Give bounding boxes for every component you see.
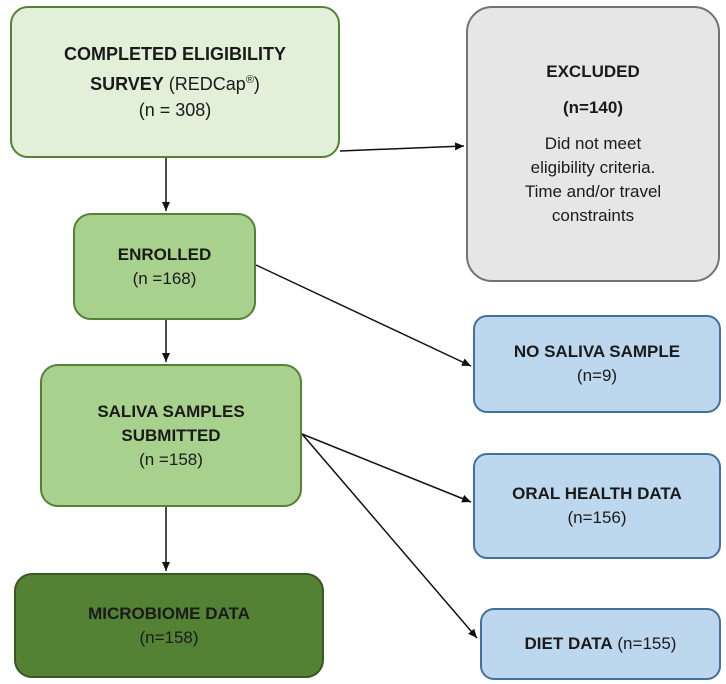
arrow-enrolled-to-no-saliva — [255, 264, 472, 367]
oral-health-count: (n=156) — [567, 508, 627, 527]
excluded-title: EXCLUDED — [546, 62, 640, 81]
arrow-survey-to-excluded — [339, 142, 465, 152]
enrolled-title: ENROLLED — [117, 244, 212, 264]
excluded-reason-line3: Time and/or travel — [524, 182, 662, 201]
node-diet-data: DIET DATA (n=155) — [480, 608, 721, 680]
survey-title-line2: SURVEY (REDCap®) — [90, 67, 260, 97]
no-saliva-count: (n=9) — [576, 366, 618, 385]
microbiome-count: (n=158) — [139, 627, 199, 647]
arrow-saliva-to-diet — [301, 433, 478, 639]
excluded-reason-line2: eligibility criteria. — [530, 158, 656, 177]
diet-title: DIET DATA — [524, 634, 613, 653]
node-completed-eligibility-survey: COMPLETED ELIGIBILITY SURVEY (REDCap®) (… — [10, 6, 340, 158]
saliva-title-line2: SUBMITTED — [121, 425, 221, 445]
no-saliva-title: NO SALIVA SAMPLE — [513, 342, 681, 361]
registered-mark: ® — [245, 74, 254, 86]
survey-count: (n = 308) — [138, 100, 212, 120]
diet-line: DIET DATA (n=155) — [525, 632, 677, 656]
excluded-reason-line1: Did not meet — [544, 134, 642, 153]
saliva-title-line1: SALIVA SAMPLES — [97, 401, 245, 421]
enrolled-count: (n =168) — [132, 268, 197, 288]
survey-title-line1: COMPLETED ELIGIBILITY — [63, 44, 286, 64]
node-saliva-samples-submitted: SALIVA SAMPLES SUBMITTED (n =158) — [40, 364, 302, 507]
diet-count: (n=155) — [612, 634, 677, 653]
node-excluded: EXCLUDED (n=140) Did not meet eligibilit… — [466, 6, 720, 282]
saliva-count: (n =158) — [139, 449, 203, 469]
node-no-saliva-sample: NO SALIVA SAMPLE (n=9) — [473, 315, 721, 413]
node-oral-health-data: ORAL HEALTH DATA (n=156) — [473, 453, 721, 559]
oral-health-title: ORAL HEALTH DATA — [512, 484, 682, 503]
arrow-saliva-to-oral-health — [301, 433, 472, 503]
node-enrolled: ENROLLED (n =168) — [73, 213, 256, 320]
excluded-reason-line4: constraints — [551, 206, 635, 225]
survey-redcap-close: ) — [253, 74, 260, 94]
survey-title-word: SURVEY — [90, 74, 164, 94]
survey-redcap-label: (REDCap — [163, 74, 246, 94]
excluded-count: (n=140) — [563, 98, 623, 117]
microbiome-title: MICROBIOME DATA — [88, 603, 250, 623]
node-microbiome-data: MICROBIOME DATA (n=158) — [14, 573, 324, 678]
